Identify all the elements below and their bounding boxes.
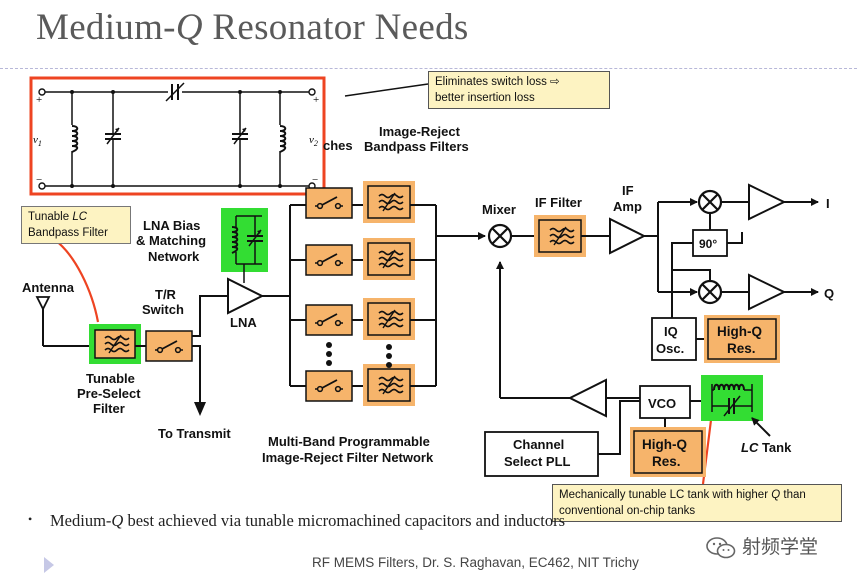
select-pll-label: Select PLL [504, 454, 571, 469]
channel-label: Channel [513, 437, 564, 452]
lna-bias-label-2: & Matching [136, 233, 206, 248]
i-mixer-icon [697, 189, 723, 215]
wechat-icon [706, 536, 736, 558]
lc-tank-line-1: Mechanically tunable LC tank with higher… [559, 489, 806, 501]
watermark-text: 射频学堂 [742, 536, 819, 558]
iq-label: IQ [664, 324, 678, 339]
tunable-lc-line-2: Bandpass Filter [28, 227, 108, 239]
lo-buffer-amplifier [567, 378, 607, 418]
tunable-lc-pointer [54, 239, 100, 323]
nav-arrow-icon[interactable] [44, 557, 54, 573]
vco-label: VCO [648, 396, 676, 411]
lc-tank-callout: Mechanically tunable LC tank with higher… [552, 484, 842, 522]
tunable-lc-callout: Tunable LC Bandpass Filter [21, 206, 131, 244]
multiband-label-1: Multi-Band Programmable [268, 434, 430, 449]
iq-high-q-label: High-Q [717, 324, 762, 339]
filter-bank [289, 181, 437, 406]
v1-label: v1 [33, 134, 42, 148]
switch-loss-line-1: Eliminates switch loss ⇨ [435, 76, 560, 88]
bandpass-filters-label: Bandpass Filters [364, 139, 469, 154]
q-mixer-icon [697, 279, 723, 305]
v2-label: v2 [309, 134, 318, 148]
lc-tank-highlight [701, 375, 763, 421]
slide-footer: RF MEMS Filters, Dr. S. Raghavan, EC462,… [312, 555, 639, 570]
bullet-marker: • [28, 512, 33, 526]
lc-tank-line-2: conventional on-chip tanks [559, 505, 696, 517]
antenna-icon [35, 296, 90, 347]
slide-title: Medium-Q Resonator Needs [36, 6, 469, 49]
preselect-label-2: Pre-Select [77, 386, 141, 401]
v1-plus: + [36, 94, 42, 106]
v2-minus: − [312, 174, 318, 186]
switch-loss-pointer [344, 83, 429, 97]
switch-loss-callout: Eliminates switch loss ⇨ better insertio… [428, 71, 610, 109]
i-amplifier [748, 183, 787, 221]
lna-bias-label-3: Network [148, 249, 200, 264]
title-text: Medium- [36, 7, 176, 48]
pll-res-label: Res. [652, 454, 681, 469]
circuit-highlight-box [29, 76, 326, 196]
osc-label: Osc. [656, 341, 684, 356]
lc-tank-label: LC Tank [741, 440, 792, 455]
title-q: Q [175, 7, 203, 48]
antenna-label: Antenna [22, 280, 75, 295]
v1-minus: − [36, 174, 42, 186]
i-output-label: I [826, 196, 830, 211]
amp-label: Amp [613, 199, 642, 214]
q-amplifier [748, 273, 787, 311]
switch-label: Switch [142, 302, 184, 317]
if-filter-label: IF Filter [535, 195, 582, 210]
watermark: 射频学堂 [706, 532, 818, 559]
bullet-text: Medium-Q best achieved via tunable micro… [50, 511, 566, 530]
iq-osc-block [651, 317, 697, 361]
preselect-label-3: Filter [93, 401, 125, 416]
multiband-label-2: Image-Reject Filter Network [262, 450, 434, 465]
tr-label: T/R [155, 287, 177, 302]
lna-bias-label-1: LNA Bias [143, 218, 200, 233]
title-divider [0, 68, 857, 69]
pll-high-q-label: High-Q [642, 437, 687, 452]
iq-high-q-res-block [707, 318, 777, 360]
preselect-label-1: Tunable [86, 371, 135, 386]
phase-shifter-label: 90° [699, 237, 717, 251]
v2-plus: + [313, 94, 319, 106]
if-amp-amplifier [609, 217, 647, 255]
switches-label: ches [323, 138, 353, 153]
iq-res-label: Res. [727, 341, 756, 356]
q-output-label: Q [824, 286, 834, 301]
switch-loss-line-2: better insertion loss [435, 92, 535, 104]
if-label: IF [622, 183, 634, 198]
lna-label: LNA [230, 315, 257, 330]
pll-high-q-res-block [633, 430, 703, 474]
image-reject-label: Image-Reject [379, 124, 461, 139]
lna-amplifier [227, 277, 265, 315]
vco-block [639, 385, 691, 419]
tunable-lc-filter-circuit: + − v1 + − v2 [29, 76, 326, 196]
tunable-lc-line-1: Tunable LC [28, 211, 88, 223]
channel-select-pll-block [484, 431, 599, 477]
to-transmit-label: To Transmit [158, 426, 231, 441]
mixer-icon [487, 223, 513, 249]
title-text-end: Resonator Needs [202, 7, 469, 48]
mixer-label: Mixer [482, 202, 516, 217]
